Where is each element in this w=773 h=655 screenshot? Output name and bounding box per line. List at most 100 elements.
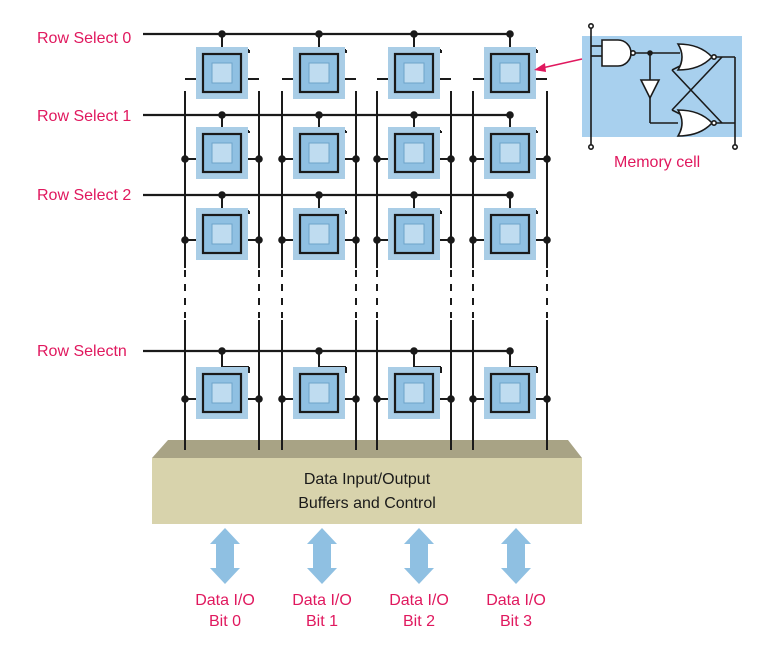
inset-and-bubble <box>629 49 636 56</box>
memory-cell-3-0 <box>196 367 248 419</box>
data-io-arrow-3 <box>501 528 531 584</box>
row-junction-0-2 <box>410 30 418 38</box>
cell-body-1-0 <box>201 132 243 174</box>
cell-core-0-1 <box>308 62 330 84</box>
memory-cell-0-1 <box>293 47 345 99</box>
bit-junction-3-r-3 <box>543 395 551 403</box>
inset-cross-stub-1 <box>671 65 681 71</box>
cell-body-2-3 <box>489 213 531 255</box>
bit-junction-2-r-3 <box>447 395 455 403</box>
cell-core-1-2 <box>403 142 425 164</box>
memory-cell-3-2 <box>388 367 440 419</box>
inset-nor-gate-top <box>676 43 714 71</box>
row-junction-3-2 <box>410 347 418 355</box>
cell-core-0-0 <box>211 62 233 84</box>
row-select-1-label: Row Select 1 <box>37 108 131 125</box>
row-junction-3-0 <box>218 347 226 355</box>
bit-junction-3-l-1 <box>469 155 477 163</box>
data-io-arrow-0 <box>210 528 240 584</box>
bit-junction-0-r-3 <box>255 395 263 403</box>
inset-pointer-line <box>541 58 583 69</box>
bit-junction-0-l-2 <box>181 236 189 244</box>
bit-junction-1-r-3 <box>352 395 360 403</box>
buffer-label-line2: Buffers and Control <box>298 495 436 512</box>
bit-junction-3-l-2 <box>469 236 477 244</box>
data-io-3-line2: Bit 3 <box>500 613 532 630</box>
memory-cell-0-0 <box>196 47 248 99</box>
data-io-arrow-1 <box>307 528 337 584</box>
cell-core-0-3 <box>499 62 521 84</box>
data-io-3-line1: Data I/O <box>486 592 546 609</box>
inset-nor-bubble-bottom <box>710 120 717 127</box>
inset-buffer-triangle <box>639 79 661 100</box>
row-select-n-label: Row Selectn <box>37 343 127 360</box>
row-junction-0-3 <box>506 30 514 38</box>
bit-junction-2-l-3 <box>373 395 381 403</box>
inset-cross-2 <box>671 69 723 124</box>
row-junction-3-1 <box>315 347 323 355</box>
cell-core-3-2 <box>403 382 425 404</box>
cell-core-2-2 <box>403 223 425 245</box>
memory-cell-1-2 <box>388 127 440 179</box>
row-junction-2-2 <box>410 191 418 199</box>
buffer-label-line1: Data Input/Output <box>304 471 431 488</box>
data-io-0-line1: Data I/O <box>195 592 255 609</box>
row-junction-1-3 <box>506 111 514 119</box>
bit-junction-1-l-1 <box>278 155 286 163</box>
memory-cell-0-3 <box>484 47 536 99</box>
memory-cells <box>196 47 536 419</box>
inset-nor-gate-bottom <box>676 109 714 137</box>
data-io-2-line2: Bit 2 <box>403 613 435 630</box>
bit-junction-0-l-1 <box>181 155 189 163</box>
data-io-arrows <box>210 528 531 584</box>
data-io-0-line2: Bit 0 <box>209 613 241 630</box>
inset-right-terminal <box>731 144 738 151</box>
memory-cell-label: Memory cell <box>614 154 700 171</box>
row-junction-2-3 <box>506 191 514 199</box>
row-junction-3-3 <box>506 347 514 355</box>
cell-core-3-1 <box>308 382 330 404</box>
cell-core-3-3 <box>499 382 521 404</box>
bit-junction-2-r-1 <box>447 155 455 163</box>
memory-cell-1-3 <box>484 127 536 179</box>
cell-body-3-0 <box>201 372 243 414</box>
cell-core-1-0 <box>211 142 233 164</box>
memory-cell-2-2 <box>388 208 440 260</box>
memory-cell-1-0 <box>196 127 248 179</box>
row-junction-0-1 <box>315 30 323 38</box>
inset-cross-stub-2 <box>671 109 681 115</box>
bit-junction-2-l-2 <box>373 236 381 244</box>
memory-cell-3-3 <box>484 367 536 419</box>
memory-cell-1-1 <box>293 127 345 179</box>
bit-junction-3-r-1 <box>543 155 551 163</box>
cell-core-2-1 <box>308 223 330 245</box>
bit-junction-1-r-2 <box>352 236 360 244</box>
bit-junction-3-l-3 <box>469 395 477 403</box>
inset-left-terminal-top <box>587 22 594 29</box>
bit-junction-1-l-2 <box>278 236 286 244</box>
bit-junction-1-l-3 <box>278 395 286 403</box>
memory-cell-3-1 <box>293 367 345 419</box>
row-junction-2-0 <box>218 191 226 199</box>
memory-cell-2-0 <box>196 208 248 260</box>
inset-and-gate <box>601 39 632 67</box>
row-junction-2-1 <box>315 191 323 199</box>
junction-dots <box>181 30 551 403</box>
inset-nor-bubble-top <box>710 53 717 60</box>
io-buffer-block <box>152 440 582 524</box>
bit-junction-0-l-3 <box>181 395 189 403</box>
memory-cell-2-3 <box>484 208 536 260</box>
row-junction-1-1 <box>315 111 323 119</box>
buffer-top-face <box>152 440 582 458</box>
row-junction-1-2 <box>410 111 418 119</box>
cell-core-3-0 <box>211 382 233 404</box>
data-io-arrow-2 <box>404 528 434 584</box>
memory-cell-0-2 <box>388 47 440 99</box>
cell-core-1-3 <box>499 142 521 164</box>
row-junction-1-0 <box>218 111 226 119</box>
data-io-2-line1: Data I/O <box>389 592 449 609</box>
row-junction-0-0 <box>218 30 226 38</box>
inset-cross-1 <box>671 56 723 111</box>
bit-junction-0-r-1 <box>255 155 263 163</box>
